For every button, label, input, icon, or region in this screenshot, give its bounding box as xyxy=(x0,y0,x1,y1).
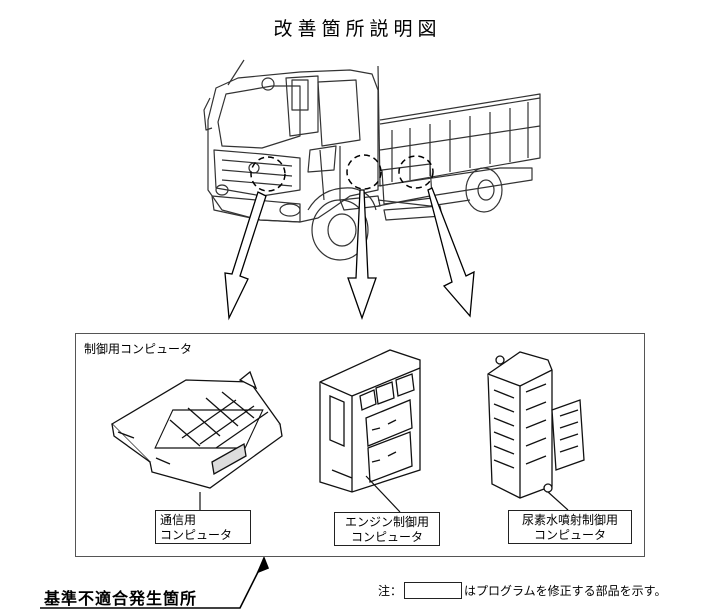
marker-circle-comm xyxy=(250,156,286,192)
control-computer-label: 制御用コンピュータ xyxy=(84,342,193,356)
callout-engine-line2: コンピュータ xyxy=(350,530,423,544)
callout-comm-computer: 通信用 コンピュータ xyxy=(155,510,251,544)
comm-computer-drawing xyxy=(110,370,283,489)
arrow-engine xyxy=(347,189,377,320)
note-suffix: はプログラムを修正する部品を示す。 xyxy=(464,584,667,598)
urea-computer-drawing xyxy=(487,351,585,499)
defect-location-label: 基準不適合発生箇所 xyxy=(44,589,198,608)
callout-line-engine xyxy=(365,475,401,513)
callout-engine-line1: エンジン制御用 xyxy=(344,515,429,529)
callout-urea-computer: 尿素水噴射制御用 コンピュータ xyxy=(508,510,632,544)
control-computer-box xyxy=(75,333,645,557)
marker-circle-urea xyxy=(398,155,434,189)
callout-comm-line1: 通信用 xyxy=(160,513,197,527)
legend-box xyxy=(404,582,463,599)
callout-urea-line2: コンピュータ xyxy=(533,528,606,542)
note-prefix: 注： xyxy=(378,584,403,598)
defect-pointer-line xyxy=(40,559,265,609)
defect-pointer-head xyxy=(256,555,270,574)
diagram-title: 改善箇所説明図 xyxy=(273,18,442,40)
legend-note: 注： はプログラムを修正する部品を示す。 xyxy=(378,582,666,599)
arrow-comm xyxy=(224,191,267,321)
arrow-urea xyxy=(427,187,475,318)
callout-urea-line1: 尿素水噴射制御用 xyxy=(521,513,618,527)
engine-computer-drawing xyxy=(319,349,421,493)
callout-comm-line2: コンピュータ xyxy=(160,528,233,542)
callout-engine-computer: エンジン制御用 コンピュータ xyxy=(334,512,440,546)
marker-circle-engine xyxy=(346,154,382,190)
callout-line-urea xyxy=(547,491,569,511)
